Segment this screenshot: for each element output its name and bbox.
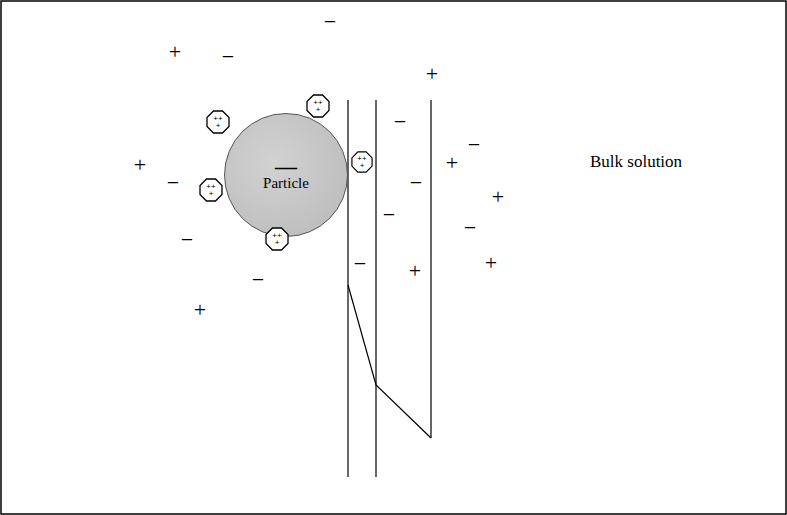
potential-curve (348, 285, 431, 438)
ion-charge-sign: + (194, 299, 206, 321)
particle-circle: —Particle (224, 113, 348, 237)
cation-charge: ++ + (205, 183, 217, 197)
cation-charge: ++ + (212, 115, 224, 129)
ion-charge-sign: + (169, 41, 181, 63)
ion-charge-sign: − (468, 134, 480, 156)
ion-charge-sign: − (464, 217, 476, 239)
ion-charge-sign: − (222, 46, 234, 68)
region-label: Bulk solution (590, 153, 682, 170)
ion-charge-sign: − (354, 253, 366, 275)
ion-charge-sign: − (167, 172, 179, 194)
ion-charge-sign: + (426, 63, 438, 85)
cation-charge: ++ + (271, 232, 283, 246)
ion-charge-sign: − (324, 11, 336, 33)
diffuse-layer-boundary (430, 100, 431, 438)
ion-charge-sign: − (252, 269, 264, 291)
ion-charge-sign: + (492, 186, 504, 208)
ion-charge-sign: − (181, 229, 193, 251)
cation-symbol: ++ + (351, 151, 373, 173)
cation-symbol: ++ + (199, 178, 223, 202)
cation-symbol: ++ + (306, 94, 330, 118)
particle-label: Particle (263, 175, 309, 192)
ion-charge-sign: + (134, 154, 146, 176)
ion-charge-sign: + (446, 152, 458, 174)
cation-charge: ++ + (312, 99, 324, 113)
ion-charge-sign: − (410, 172, 422, 194)
ion-charge-sign: − (383, 204, 395, 226)
cation-symbol: ++ + (265, 227, 289, 251)
ion-charge-sign: − (394, 111, 406, 133)
cation-symbol: ++ + (206, 110, 230, 134)
charge-sign: — (275, 158, 297, 176)
cation-charge: ++ + (356, 155, 368, 169)
shear-plane (375, 100, 376, 477)
ion-charge-sign: + (409, 260, 421, 282)
ion-charge-sign: + (485, 252, 497, 274)
